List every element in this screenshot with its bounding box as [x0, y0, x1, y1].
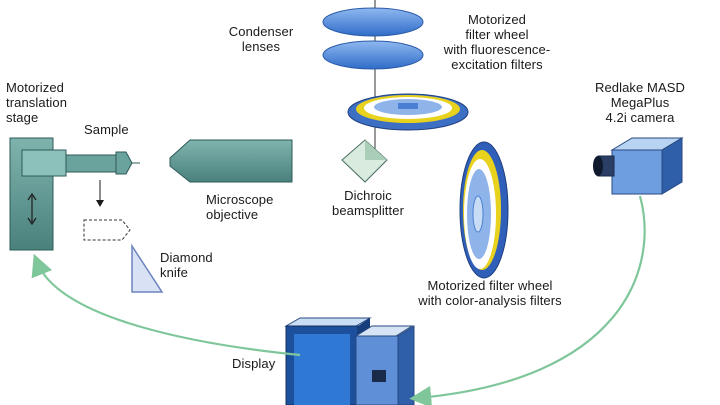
filter-wheel-color-analysis	[459, 141, 509, 279]
label-sample: Sample	[84, 122, 129, 137]
camera	[593, 137, 684, 195]
dichroic-beamsplitter	[341, 139, 388, 183]
computer-display	[284, 317, 372, 405]
label-display: Display	[232, 356, 276, 371]
diamond-knife	[131, 243, 164, 293]
computer-tower	[354, 325, 415, 405]
translation-stage	[9, 137, 140, 251]
arrow-camera-to-computer	[409, 195, 646, 405]
microscope-objective	[169, 139, 293, 183]
filter-wheel-excitation	[347, 93, 469, 131]
sample-motion-indicator	[83, 180, 131, 241]
arrow-to-translation-stage	[31, 253, 301, 357]
condenser-lenses	[322, 7, 424, 70]
